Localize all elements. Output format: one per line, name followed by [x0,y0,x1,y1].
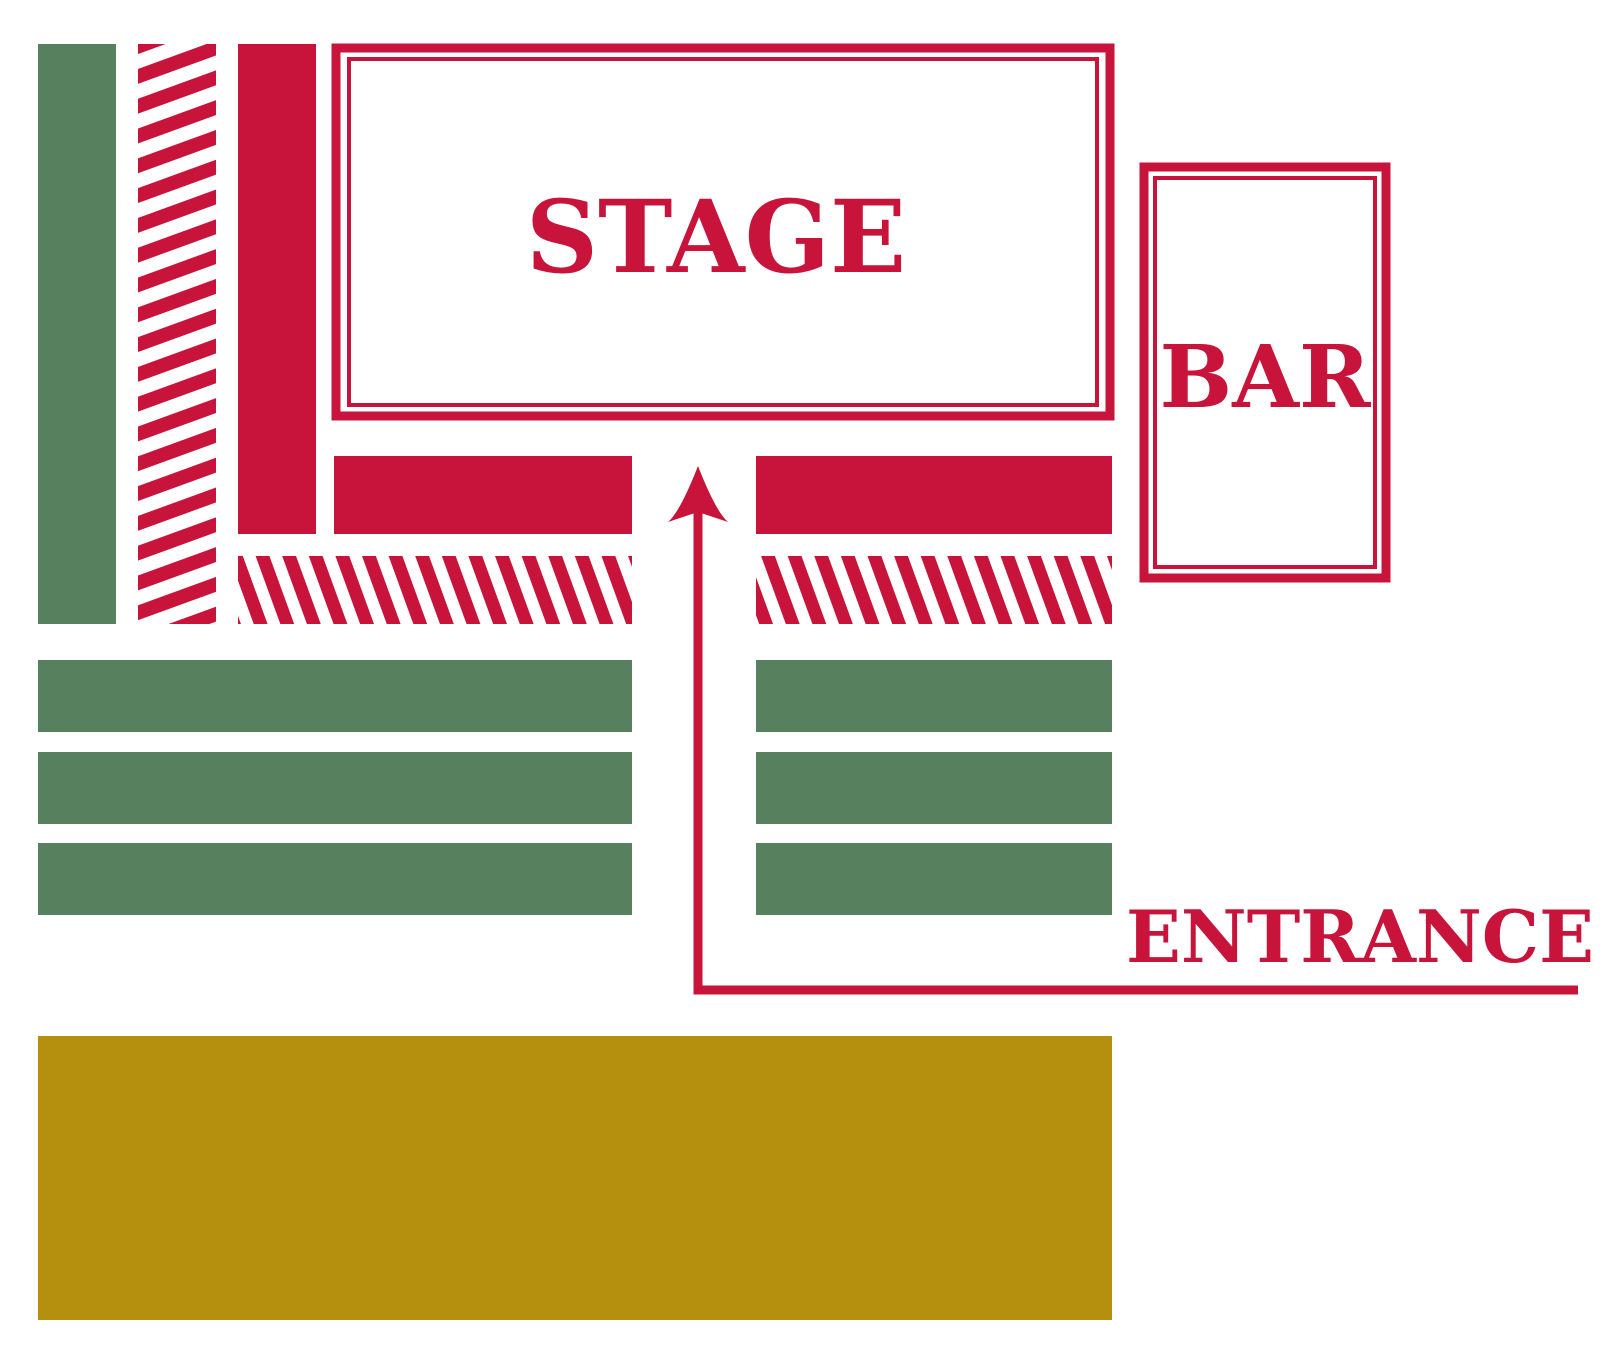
green-section-left-column[interactable] [38,44,116,624]
entrance-path-line [693,506,1578,995]
green-row-right-2[interactable] [756,752,1112,824]
red-section-front-left[interactable] [334,456,632,534]
stage-area[interactable]: STAGE [331,43,1115,421]
entrance-path [668,466,1578,995]
entrance-arrow-icon [668,466,728,522]
green-row-left-2[interactable] [38,752,632,824]
green-row-right-1[interactable] [756,660,1112,732]
stage-label: STAGE [526,178,906,296]
hatched-section-left-column[interactable] [138,44,216,624]
green-row-left-3[interactable] [38,843,632,915]
gold-section-back[interactable] [38,1036,1112,1320]
bar-label: BAR [1160,327,1371,428]
bar-area[interactable]: BAR [1139,162,1391,583]
hatched-section-front-left[interactable] [238,556,632,624]
hatched-section-front-right[interactable] [756,556,1112,624]
red-section-front-right[interactable] [756,456,1112,534]
red-section-left-column[interactable] [238,44,316,534]
green-row-left-1[interactable] [38,660,632,732]
green-row-right-3[interactable] [756,843,1112,915]
entrance-label: ENTRANCE [1126,894,1594,979]
